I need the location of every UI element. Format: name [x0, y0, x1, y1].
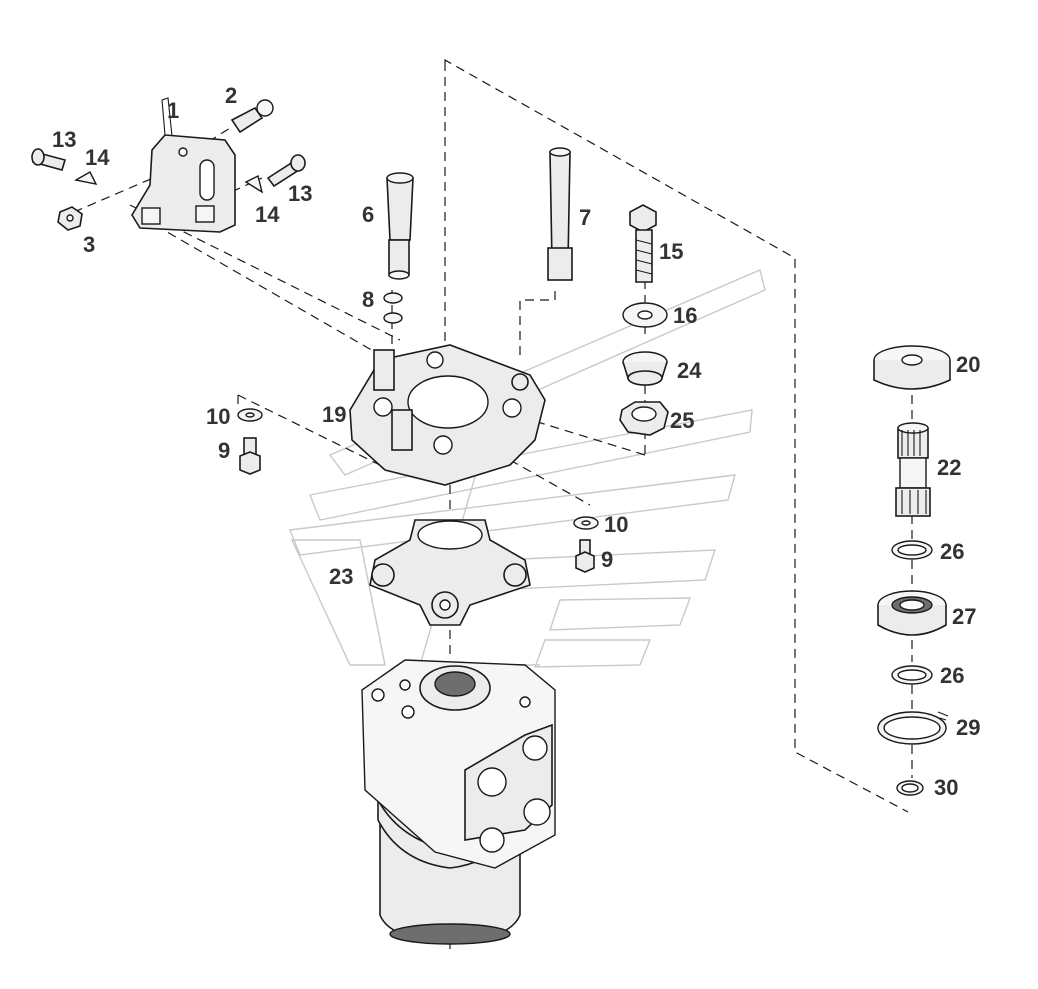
washer-part-16: [622, 302, 668, 328]
callout-14-right: 14: [255, 202, 280, 227]
callout-10-right: 10: [604, 512, 628, 537]
pin-part-7: [547, 147, 573, 281]
washer-part-8: [383, 292, 403, 324]
callout-9-right: 9: [601, 547, 613, 572]
callout-23: 23: [329, 564, 353, 589]
adapter-flange-part-23: [369, 519, 531, 626]
callout-16: 16: [673, 303, 697, 328]
hex-bolt-part-15: [629, 204, 657, 283]
washer-part-14-right: [244, 174, 264, 194]
callout-14-left: 14: [85, 145, 110, 170]
callout-29: 29: [956, 715, 980, 740]
callout-13-right: 13: [288, 181, 312, 206]
bolt-part-9-right: [575, 539, 595, 573]
retaining-ring-part-26-lower: [891, 665, 933, 685]
cap-part-20: [873, 345, 951, 390]
callout-26-lower: 26: [940, 663, 964, 688]
callout-27: 27: [952, 604, 976, 629]
callout-7: 7: [579, 205, 591, 230]
nut-part-25: [619, 401, 669, 436]
bolt-part-9-left: [239, 437, 261, 475]
bearing-part-27: [877, 590, 947, 636]
callout-20: 20: [956, 352, 980, 377]
callout-24: 24: [677, 358, 702, 383]
callout-13-left: 13: [52, 127, 76, 152]
callout-3: 3: [83, 232, 95, 257]
callout-9-left: 9: [218, 438, 230, 463]
pin-part-6: [386, 172, 414, 280]
callout-1: 1: [167, 98, 179, 123]
washer-part-30: [896, 780, 924, 796]
nut-part-3: [57, 206, 83, 231]
spline-shaft-part-22: [895, 422, 931, 517]
circlip-part-29: [877, 711, 949, 745]
flange-part-19: [349, 344, 546, 486]
callout-15: 15: [659, 239, 683, 264]
screw-part-13-right: [266, 154, 306, 188]
bolt-part-2: [230, 99, 274, 134]
callout-labels: 1 2 13 14 3 14 13 6 7 15 8 16 24 10 19 2…: [52, 83, 980, 800]
bracket-part-1: [131, 97, 236, 233]
washer-part-14-left: [74, 171, 98, 185]
bushing-part-24: [622, 351, 668, 386]
callout-19: 19: [322, 402, 346, 427]
watermark-logo: [289, 269, 766, 668]
callout-26-upper: 26: [940, 539, 964, 564]
callout-30: 30: [934, 775, 958, 800]
callout-10-left: 10: [206, 404, 230, 429]
callout-22: 22: [937, 455, 961, 480]
callout-2: 2: [225, 83, 237, 108]
callout-6: 6: [362, 202, 374, 227]
washer-part-10-right: [573, 516, 599, 530]
callout-8: 8: [362, 287, 374, 312]
screw-part-13-left: [31, 148, 67, 171]
retaining-ring-part-26-upper: [891, 540, 933, 560]
washer-part-10-left: [237, 408, 263, 422]
steering-valve-body: [361, 659, 556, 945]
callout-25: 25: [670, 408, 694, 433]
